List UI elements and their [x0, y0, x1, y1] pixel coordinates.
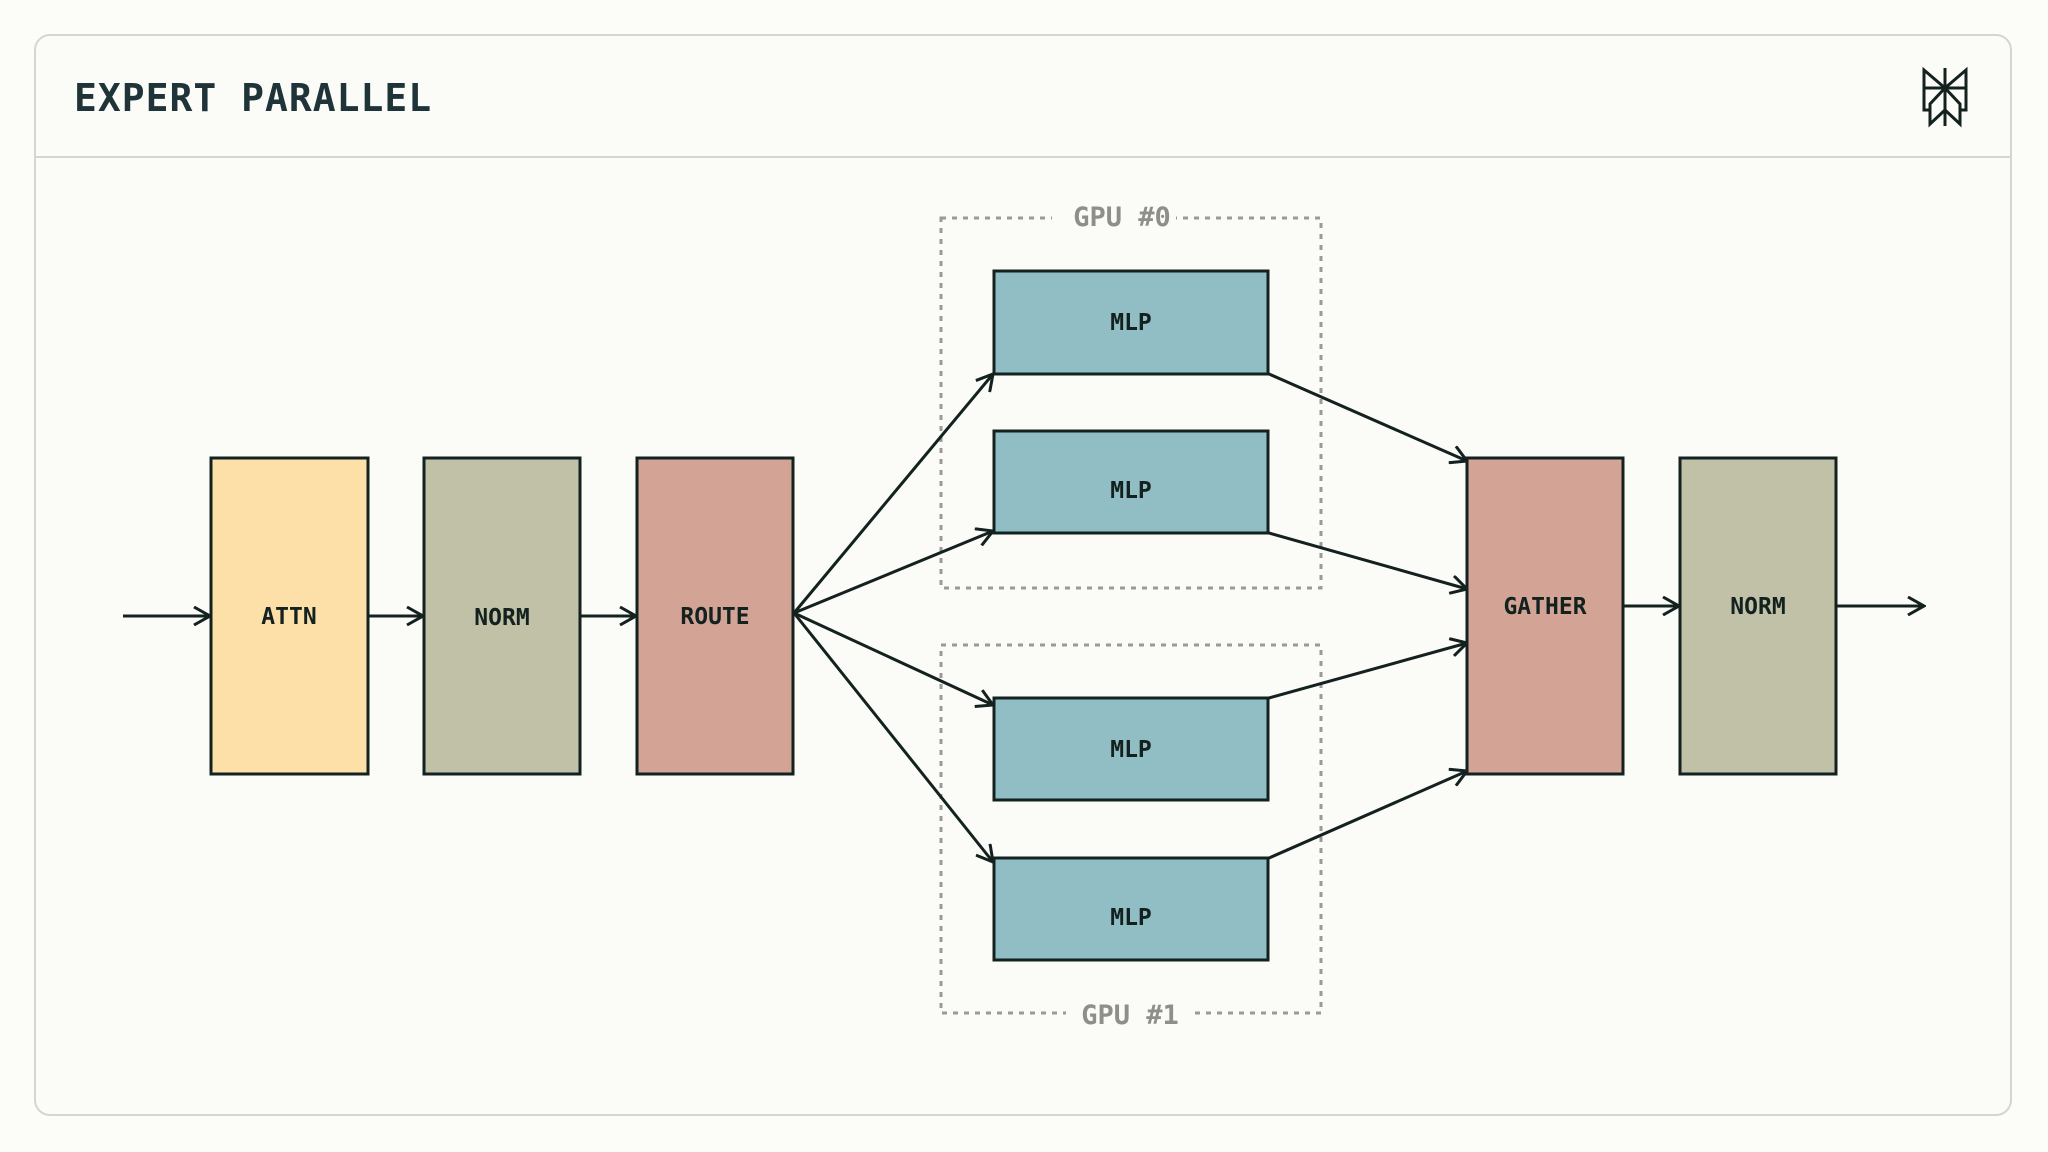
route-to-mlp-0a-arrow [792, 374, 993, 614]
perplexity-logo-icon [1922, 66, 1968, 128]
gpu0-label-bg [1052, 200, 1176, 236]
attn-block: ATTN [209, 456, 370, 776]
route-to-mlp-0b-arrow [793, 531, 993, 615]
gpu0-label: GPU #0 [1073, 202, 1171, 233]
mlp-0a-block: MLP [992, 269, 1270, 376]
mlp-0b-label: MLP [1110, 478, 1152, 504]
mlp-1b-to-gather-arrow [1268, 771, 1467, 860]
page-title: EXPERT PARALLEL [74, 76, 433, 120]
norm-in-block: NORM [422, 456, 582, 776]
gpu1-group: GPU #1 [939, 643, 1323, 1032]
mlp-0a-label: MLP [1110, 310, 1152, 336]
route-label: ROUTE [680, 604, 749, 630]
mlp-1b-block: MLP [992, 856, 1270, 962]
gpu0-group: GPU #0 [939, 200, 1323, 590]
route-block: ROUTE [635, 456, 795, 776]
route-to-mlp-1a-arrow [793, 611, 993, 705]
mlp-1b-label: MLP [1110, 905, 1152, 931]
connections [123, 374, 1924, 862]
norm-out-label: NORM [1730, 594, 1785, 620]
gpu1-label: GPU #1 [1081, 1000, 1179, 1031]
attn-label: ATTN [261, 604, 316, 630]
mlp-0a-to-gather-arrow [1268, 372, 1467, 461]
norm-out-block: NORM [1678, 456, 1838, 776]
mlp-1a-label: MLP [1110, 737, 1152, 763]
mlp-1a-to-gather-arrow [1268, 643, 1467, 700]
gpu1-label-bg [1066, 996, 1190, 1032]
mlp-0b-block: MLP [992, 429, 1270, 535]
gather-label: GATHER [1503, 594, 1586, 620]
mlp-0b-to-gather-arrow [1268, 531, 1467, 589]
card-header: EXPERT PARALLEL [36, 36, 2010, 158]
norm-in-label: NORM [474, 605, 529, 631]
mlp-1a-block: MLP [992, 696, 1270, 802]
gather-block: GATHER [1465, 456, 1625, 776]
route-to-mlp-1b-arrow [792, 612, 993, 862]
